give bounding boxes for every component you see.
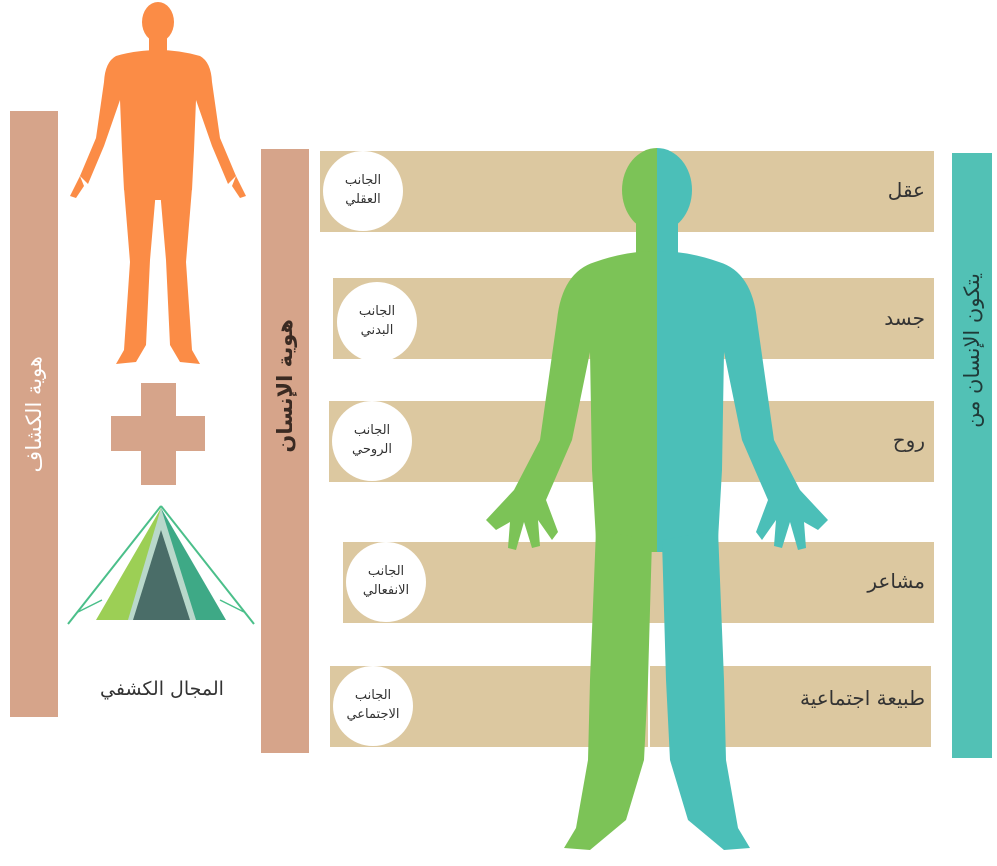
component-social-nature: طبيعة اجتماعية <box>800 686 925 710</box>
tent-icon <box>68 506 254 624</box>
component-spirit: روح <box>893 428 925 452</box>
component-body: جسد <box>884 306 925 330</box>
component-feelings: مشاعر <box>867 569 925 593</box>
component-mind: عقل <box>888 178 925 202</box>
plus-icon <box>111 383 205 485</box>
orange-human-icon <box>70 2 246 364</box>
scout-field-label: المجال الكشفي <box>96 678 228 700</box>
